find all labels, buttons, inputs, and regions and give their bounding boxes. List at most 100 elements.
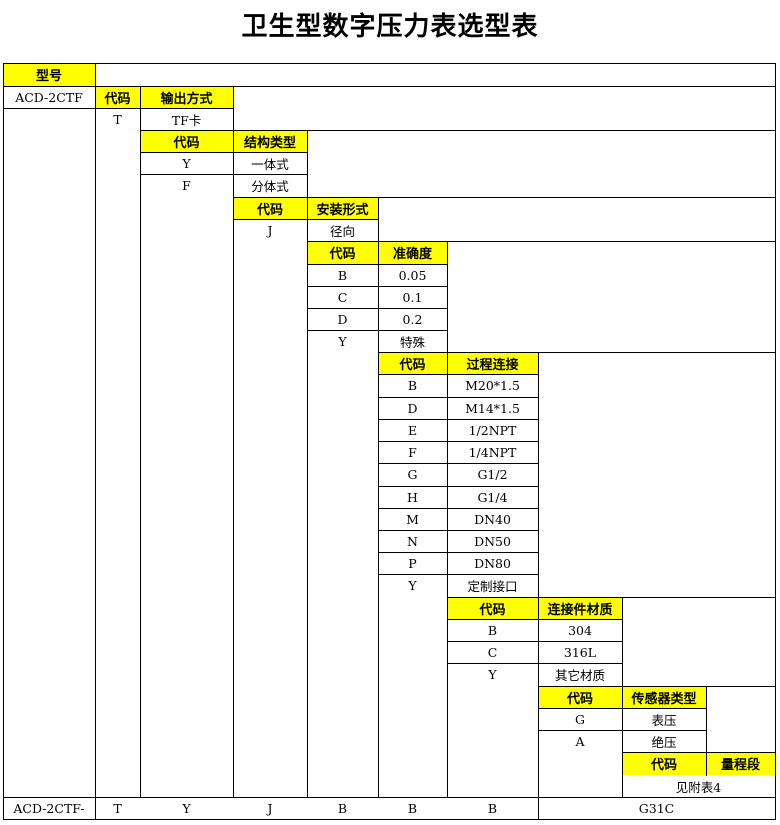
- grid-line: [3, 107, 96, 109]
- example-value: B: [407, 800, 418, 816]
- grid-line: [378, 551, 539, 553]
- grid-line: [447, 596, 776, 598]
- sensor-header: 传感器类型: [622, 686, 706, 708]
- process-desc: M14*1.5: [465, 400, 520, 416]
- grid-line: [447, 640, 623, 642]
- process-desc: M20*1.5: [465, 378, 520, 393]
- structure-code: Y: [182, 155, 191, 171]
- sensor-code-header: 代码: [538, 686, 622, 708]
- process-desc: 1/2NPT: [468, 422, 517, 438]
- structure-desc: 一体式: [251, 156, 289, 172]
- install-code-header: 代码: [233, 197, 307, 219]
- grid-line: [377, 197, 379, 242]
- grid-line: [621, 597, 623, 687]
- example-model: ACD-2CTF-: [13, 800, 85, 816]
- grid-line: [447, 618, 623, 620]
- process-desc: G1/4: [477, 489, 508, 505]
- process-code: G: [407, 467, 418, 482]
- install-header: 安装形式: [307, 197, 378, 219]
- material-code: B: [487, 622, 498, 638]
- process-code-header: 代码: [378, 352, 447, 374]
- type-header: 型号: [3, 63, 95, 86]
- accuracy-desc: 0.2: [402, 311, 423, 327]
- material-header: 连接件材质: [538, 597, 622, 619]
- page-title: 卫生型数字压力表选型表: [241, 12, 539, 42]
- grid-line: [706, 685, 776, 687]
- process-desc: DN50: [474, 533, 511, 549]
- process-desc: DN40: [474, 511, 511, 527]
- material-desc: 316L: [563, 644, 597, 660]
- structure-header: 结构类型: [233, 130, 307, 152]
- example-value: J: [267, 800, 273, 816]
- grid-line: [140, 151, 308, 153]
- process-header: 过程连接: [447, 352, 538, 374]
- grid-line: [378, 573, 539, 575]
- grid-line: [537, 686, 539, 820]
- grid-line: [621, 752, 623, 798]
- process-code: M: [406, 511, 419, 527]
- grid-line: [139, 86, 141, 798]
- output-desc: TF卡: [171, 112, 202, 128]
- grid-line: [378, 507, 539, 509]
- structure-desc: 分体式: [251, 179, 289, 194]
- grid-line: [622, 751, 776, 753]
- process-code: D: [407, 400, 418, 416]
- accuracy-code: C: [337, 289, 348, 305]
- install-code: J: [267, 222, 273, 238]
- process-code: E: [407, 422, 418, 438]
- accuracy-desc: 0.1: [402, 289, 423, 305]
- sensor-code: G: [575, 711, 585, 727]
- grid-line: [378, 529, 539, 531]
- grid-line: [307, 129, 776, 131]
- process-code: P: [408, 555, 417, 571]
- accuracy-header: 准确度: [378, 241, 447, 264]
- example-value: T: [113, 800, 122, 816]
- output-code: T: [113, 111, 122, 127]
- grid-line: [378, 196, 776, 198]
- grid-line: [378, 440, 539, 442]
- structure-code: F: [182, 178, 191, 193]
- accuracy-code-header: 代码: [307, 241, 378, 264]
- range-note: 见附表4: [675, 779, 722, 795]
- material-desc: 304: [568, 622, 592, 638]
- material-code-header: 代码: [447, 597, 538, 619]
- example-value: B: [337, 800, 348, 816]
- material-code: Y: [488, 667, 497, 682]
- material-code: C: [487, 644, 498, 660]
- example-value: Y: [182, 800, 191, 816]
- structure-code-header: 代码: [140, 130, 233, 152]
- accuracy-desc: 0.05: [398, 267, 427, 283]
- grid-line: [622, 596, 776, 598]
- grid-line: [446, 241, 448, 353]
- accuracy-desc: 特殊: [399, 334, 425, 350]
- material-desc: 其它材质: [554, 668, 605, 683]
- example-range: G31C: [638, 800, 675, 816]
- grid-line: [378, 373, 539, 375]
- grid-line: [140, 173, 308, 175]
- grid-line: [538, 729, 707, 731]
- grid-line: [94, 63, 96, 820]
- grid-line: [378, 418, 539, 420]
- grid-line: [232, 130, 234, 798]
- sensor-desc: 绝压: [651, 734, 677, 750]
- process-code: B: [407, 378, 418, 393]
- grid-line: [705, 686, 707, 753]
- grid-line: [3, 796, 776, 798]
- accuracy-code: B: [337, 267, 348, 283]
- grid-line: [774, 63, 776, 820]
- grid-line: [621, 686, 623, 798]
- range-header: 量程段: [706, 752, 775, 775]
- process-code: N: [407, 533, 418, 549]
- grid-line: [447, 662, 623, 664]
- grid-line: [378, 462, 539, 464]
- accuracy-code: Y: [338, 333, 347, 349]
- output-header: 输出方式: [140, 86, 233, 108]
- process-desc: 1/4NPT: [468, 444, 517, 460]
- grid-line: [538, 685, 776, 687]
- grid-line: [378, 396, 539, 398]
- output-code-header: 代码: [95, 86, 140, 108]
- process-code: H: [407, 489, 418, 505]
- range-code-header: 代码: [622, 752, 706, 775]
- install-desc: 径向: [329, 223, 355, 239]
